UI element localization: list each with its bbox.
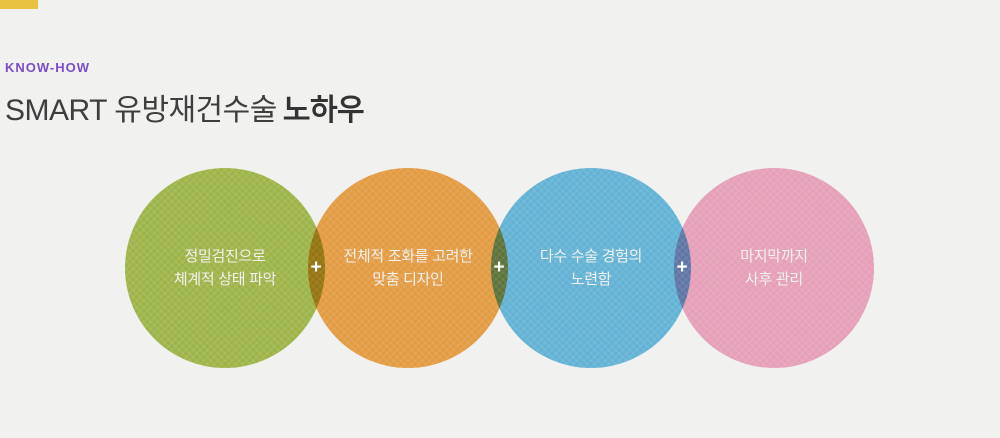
plus-icon: + bbox=[310, 257, 322, 278]
top-accent-strip bbox=[0, 0, 38, 9]
plus-icon: + bbox=[493, 257, 505, 278]
circle-label: 전체적 조화를 고려한 맞춤 디자인 bbox=[343, 247, 473, 288]
circle-precise-exam: 정밀검진으로 체계적 상태 파악 bbox=[125, 168, 325, 368]
page-title-regular: SMART 유방재건수술 bbox=[5, 94, 277, 127]
circle-label: 마지막까지 사후 관리 bbox=[740, 247, 808, 288]
circle-custom-design: 전체적 조화를 고려한 맞춤 디자인 bbox=[308, 168, 508, 368]
circle-surgical-experience: 다수 수술 경험의 노련함 bbox=[491, 168, 691, 368]
circle-label: 다수 수술 경험의 노련함 bbox=[539, 247, 643, 288]
circle-aftercare: 마지막까지 사후 관리 bbox=[674, 168, 874, 368]
plus-icon: + bbox=[676, 257, 688, 278]
page-title-bold: 노하우 bbox=[282, 94, 365, 127]
section-eyebrow: KNOW-HOW bbox=[5, 60, 90, 75]
circle-label: 정밀검진으로 체계적 상태 파악 bbox=[173, 247, 277, 288]
